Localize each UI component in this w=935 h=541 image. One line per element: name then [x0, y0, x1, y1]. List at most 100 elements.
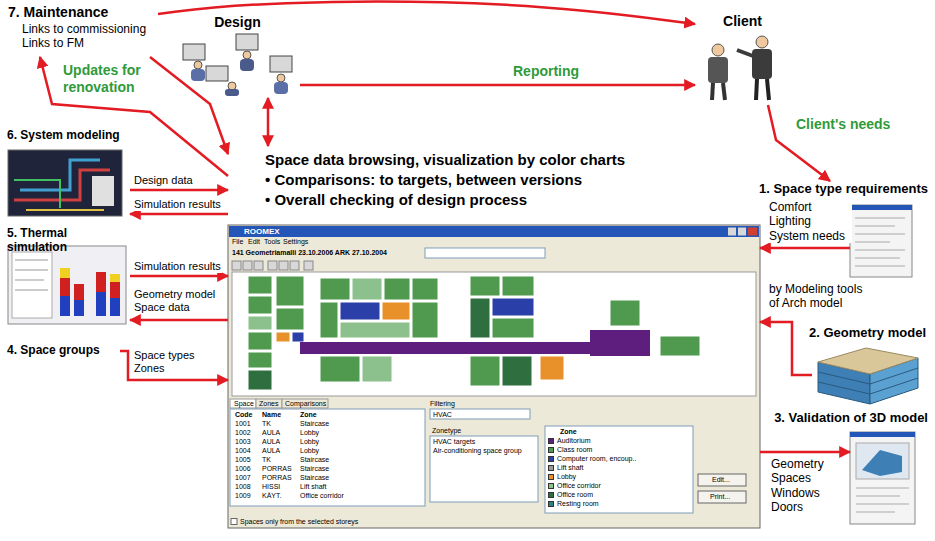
- requirements-screen-picture-part: [855, 234, 905, 235]
- roomex-window-part: [248, 352, 272, 368]
- node-heading: 3. Validation of 3D model: [774, 410, 928, 426]
- zone-legend-item: Class room: [548, 446, 592, 454]
- client-figures: [708, 36, 772, 100]
- node-body: Links to commissioning Links to FM: [22, 22, 158, 50]
- roomex-window-part: [248, 370, 272, 390]
- flow-arrow: [768, 105, 830, 181]
- roomex-window-part: [430, 436, 538, 502]
- node-heading: 2. Geometry model: [809, 325, 926, 341]
- process-step: 5. Thermal simulation: [5, 226, 130, 328]
- legend-swatch: [548, 456, 554, 462]
- node-heading: Client: [695, 13, 790, 30]
- screen-text: 1006: [235, 465, 251, 473]
- design-team-figure: [183, 34, 292, 96]
- screen-text: ROOMEX: [244, 227, 280, 236]
- client-figures-part: [723, 83, 725, 100]
- screen-text: HVAC: [433, 411, 452, 419]
- process-step: 6. System modeling: [5, 128, 130, 218]
- thermal-simulation-picture-part: [15, 280, 44, 281]
- roomex-window-part: [256, 399, 282, 408]
- client-figures-part: [767, 79, 769, 100]
- screen-text: Comparisons: [285, 400, 326, 408]
- process-step: 2. Geometry model: [812, 345, 920, 405]
- building-model-picture-part: [818, 382, 870, 394]
- system-model-picture-part: [14, 180, 60, 208]
- thermal-simulation-picture-part: [60, 278, 70, 296]
- client-figures-part: [756, 36, 768, 48]
- roomex-window: [228, 225, 760, 528]
- roomex-window-part: [412, 278, 438, 300]
- roomex-window-part: [248, 316, 272, 330]
- requirements-screen-picture-part: [855, 226, 895, 227]
- roomex-window-part: [320, 356, 360, 382]
- screen-text: 141 Geometriamalli 23.10.2006 ARK 27.10.…: [232, 249, 387, 257]
- screen-text: PORRAS: [262, 474, 292, 482]
- screen-text: KÄYT.: [262, 492, 281, 500]
- roomex-window-part: [282, 399, 328, 408]
- roomex-window-part: [748, 228, 757, 236]
- roomex-window-part: [276, 308, 304, 330]
- roomex-window-part: [384, 278, 410, 300]
- legend-text: Office room: [557, 491, 593, 498]
- roomex-window-part: [230, 409, 425, 506]
- roomex-window-part: [540, 356, 564, 380]
- roomex-window-part: [279, 261, 288, 270]
- arrow-label: by Modeling tools of Arch model: [768, 282, 875, 311]
- screen-text: Edit: [248, 238, 260, 246]
- roomex-window-part: [231, 519, 237, 525]
- connector-group: [40, 2, 850, 452]
- building-model-picture: [818, 348, 918, 404]
- validation-screen-picture-part: [856, 496, 900, 497]
- flow-arrow: [760, 451, 850, 454]
- screen-text: Space: [234, 400, 254, 408]
- screen-text: AULA: [262, 429, 280, 437]
- zone-legend-item: Lobby: [548, 473, 576, 481]
- actor-group: Client: [695, 10, 790, 105]
- screen-text: Air-conditioning space group: [433, 447, 522, 455]
- flow-arrow: [158, 2, 695, 24]
- design-team-figure-part: [183, 44, 205, 60]
- screen-text: Filtering: [430, 400, 455, 408]
- screen-text: TK: [262, 420, 271, 428]
- requirements-screen-picture-part: [855, 250, 905, 251]
- screen-text: Lift shaft: [300, 483, 326, 491]
- validation-screen-picture-part: [856, 488, 909, 489]
- screen-text: Lobby: [300, 438, 319, 446]
- screen-text: 1003: [235, 438, 251, 446]
- arrow-label: Reporting: [512, 63, 580, 80]
- screen-text: Zone: [300, 411, 317, 419]
- arrow-label: Geometry model Space data: [133, 288, 219, 314]
- legend-text: Lobby: [557, 473, 576, 480]
- screen-text: Staircase: [300, 474, 329, 482]
- client-figures-part: [737, 50, 753, 56]
- arrow-label: Simulation results: [133, 198, 222, 211]
- thermal-simulation-picture-part: [96, 292, 106, 316]
- screen-text: 1007: [235, 474, 251, 482]
- zone-legend-item: Office corridor: [548, 482, 601, 490]
- roomex-window-part: [470, 356, 500, 386]
- node-heading: 4. Space groups: [7, 343, 120, 357]
- roomex-window-part: [292, 332, 304, 342]
- screen-text: AULA: [262, 438, 280, 446]
- building-model-picture-part: [870, 378, 918, 394]
- screen-text: TK: [262, 456, 271, 464]
- thermal-simulation-picture-part: [74, 284, 84, 300]
- legend-text: Lift shaft: [557, 464, 583, 471]
- roomex-window-part: [276, 276, 304, 306]
- screen-text: Zone: [560, 428, 577, 436]
- requirements-screen-picture-part: [850, 205, 912, 210]
- node-heading: 1. Space type requirements: [759, 181, 928, 197]
- roomex-window-part: [229, 226, 759, 237]
- system-model-picture-part: [92, 176, 114, 206]
- design-team-figure-part: [194, 61, 202, 69]
- flow-arrow: [300, 84, 695, 87]
- screen-text: File: [232, 238, 243, 246]
- design-team-figure-part: [243, 51, 251, 59]
- flow-arrow: [150, 57, 228, 154]
- design-team-figure-part: [277, 74, 285, 82]
- roomex-window-part: [470, 298, 490, 338]
- legend-text: Computer room, encoup..: [557, 455, 636, 462]
- client-figures-part: [708, 57, 728, 83]
